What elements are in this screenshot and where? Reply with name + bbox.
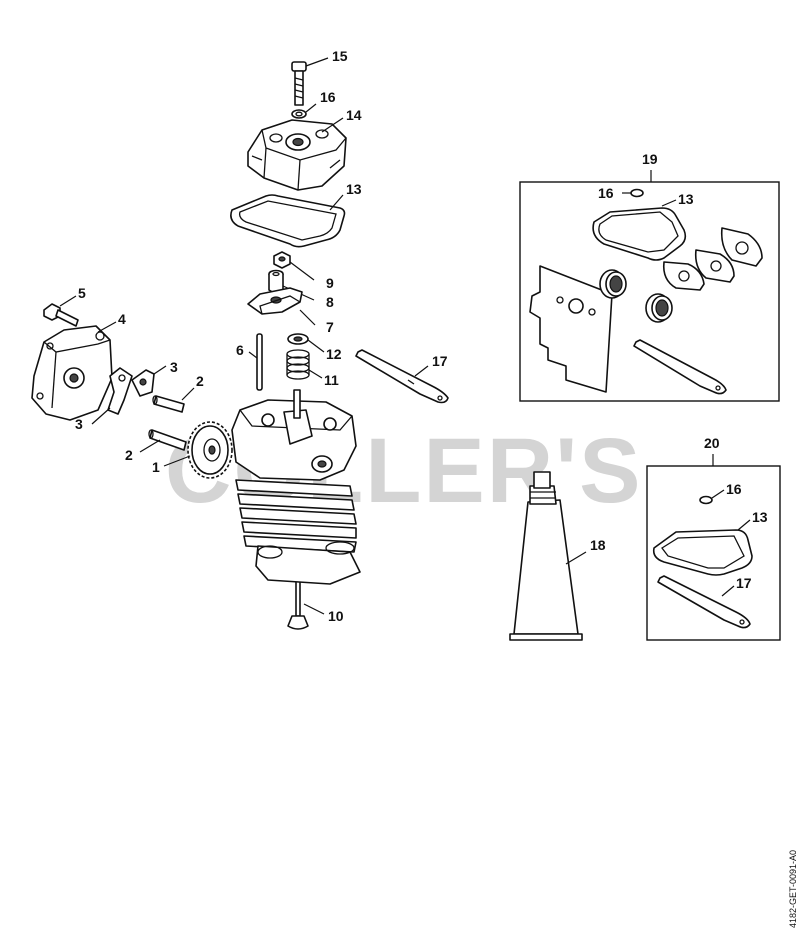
kit-19-part-13-gasket bbox=[592, 207, 687, 261]
leader-17a bbox=[414, 365, 429, 377]
leader-3b bbox=[91, 407, 111, 425]
callout-6: 6 bbox=[236, 342, 244, 358]
leader-11 bbox=[308, 369, 323, 379]
callout-4: 4 bbox=[118, 311, 126, 327]
leader-10 bbox=[303, 603, 325, 615]
callout-3a: 3 bbox=[170, 359, 178, 375]
part-15-screw bbox=[291, 61, 307, 106]
leader-12 bbox=[307, 339, 325, 353]
kit-19-part-16-washer bbox=[630, 188, 644, 198]
part-1-gear bbox=[187, 421, 233, 479]
callout-14: 14 bbox=[346, 107, 362, 123]
leader-7 bbox=[299, 309, 316, 326]
part-3-follower-right bbox=[131, 369, 155, 397]
leader-3a bbox=[153, 365, 167, 375]
callout-16: 16 bbox=[320, 89, 336, 105]
part-12-retainer bbox=[287, 333, 309, 345]
callout-3b: 3 bbox=[75, 416, 83, 432]
callout-12: 12 bbox=[326, 346, 342, 362]
callout-17-kit20: 17 bbox=[736, 575, 752, 591]
callout-16-kit19: 16 bbox=[598, 185, 614, 201]
part-9-nut bbox=[273, 251, 291, 269]
leader-15 bbox=[305, 57, 329, 67]
kit-19-feeler-gauge bbox=[633, 339, 727, 395]
cylinder-assembly bbox=[231, 389, 361, 585]
callout-20: 20 bbox=[704, 435, 720, 451]
callout-15: 15 bbox=[332, 48, 348, 64]
leader-14 bbox=[321, 117, 344, 133]
leader-5 bbox=[59, 295, 77, 307]
callout-5: 5 bbox=[78, 285, 86, 301]
kit-20-box bbox=[646, 454, 781, 641]
part-4-gear-cover bbox=[31, 325, 113, 421]
part-10-valve bbox=[287, 579, 309, 630]
callout-1: 1 bbox=[152, 459, 160, 475]
leader-16a bbox=[305, 103, 317, 113]
part-14-valve-cover bbox=[247, 119, 347, 191]
kit-19-seal-lower bbox=[645, 293, 673, 323]
callout-16-kit20: 16 bbox=[726, 481, 742, 497]
callout-13-kit20: 13 bbox=[752, 509, 768, 525]
part-2-pin-upper bbox=[152, 395, 185, 413]
leader-13a bbox=[329, 194, 344, 211]
kit-20-part-13-gasket bbox=[652, 529, 753, 576]
kit-19-small-gaskets bbox=[662, 227, 763, 291]
callout-9: 9 bbox=[326, 275, 334, 291]
part-3-follower-left bbox=[107, 367, 133, 415]
part-13-gasket bbox=[230, 194, 346, 248]
kit-20-feeler-gauge bbox=[657, 575, 751, 629]
kit-19-box bbox=[519, 170, 780, 402]
leader-1 bbox=[163, 455, 191, 467]
part-18-grease-tube bbox=[509, 471, 583, 641]
document-id: 4182-GET-0091-A0 bbox=[788, 850, 798, 928]
part-5-bolt bbox=[43, 303, 79, 327]
leader-2b bbox=[139, 439, 161, 453]
callout-7: 7 bbox=[326, 319, 334, 335]
leader-6 bbox=[248, 351, 258, 359]
callout-10: 10 bbox=[328, 608, 344, 624]
callout-8: 8 bbox=[326, 294, 334, 310]
leader-2a bbox=[181, 387, 195, 401]
callout-11: 11 bbox=[324, 372, 339, 388]
leader-18 bbox=[565, 551, 587, 565]
kit-19-seal-upper bbox=[599, 269, 627, 299]
callout-19: 19 bbox=[642, 151, 658, 167]
callout-13: 13 bbox=[346, 181, 362, 197]
callout-2a: 2 bbox=[196, 373, 204, 389]
part-2-pin-lower bbox=[148, 429, 187, 451]
leader-4 bbox=[97, 321, 117, 333]
callout-17: 17 bbox=[432, 353, 448, 369]
part-6-push-rod bbox=[256, 333, 263, 391]
part-16-washer bbox=[291, 109, 307, 119]
callout-2b: 2 bbox=[125, 447, 133, 463]
part-17-feeler-gauge bbox=[355, 349, 449, 404]
part-7-rocker-arm bbox=[247, 287, 303, 315]
kit-19-gasket-sheet bbox=[529, 265, 613, 393]
callout-13-kit19: 13 bbox=[678, 191, 694, 207]
kit-20-part-16-washer bbox=[699, 495, 713, 505]
part-11-spring bbox=[286, 349, 310, 380]
leader-9 bbox=[289, 261, 315, 281]
callout-18: 18 bbox=[590, 537, 606, 553]
